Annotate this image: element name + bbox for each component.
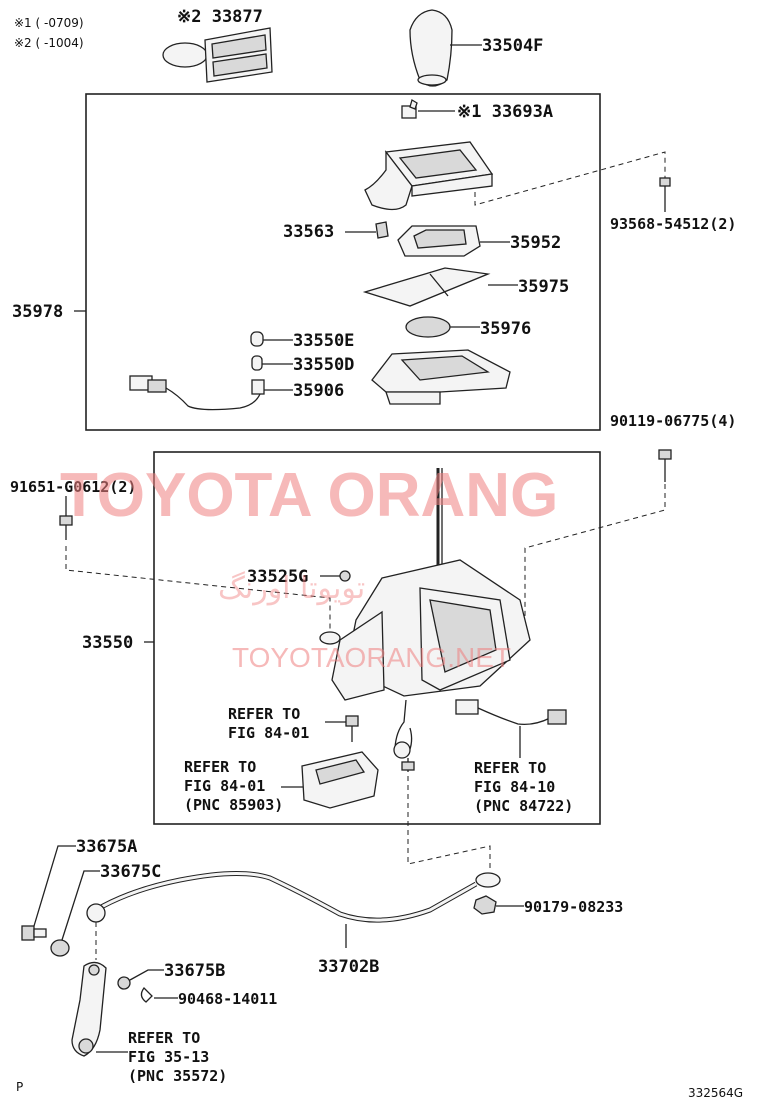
part-35975-drawing: [362, 267, 491, 307]
watermark-arabic: تویوتا اورنگ: [218, 571, 365, 606]
label-35976: 35976: [480, 319, 531, 339]
label-33504F: 33504F: [482, 36, 543, 56]
bushing-33675C-drawing: [50, 939, 70, 957]
pin-33675A-drawing: [21, 925, 47, 941]
nut-90179-drawing: [473, 895, 497, 915]
bolt-90119-drawing: [658, 449, 672, 482]
label-33693A: ※1 33693A: [457, 102, 553, 122]
label-90468: 90468-14011: [178, 990, 277, 1008]
label-33550D: 33550D: [293, 355, 354, 375]
ref3-line2: FIG 84-10: [474, 778, 555, 796]
label-93568: 93568-54512(2): [610, 215, 736, 233]
cable-33702B-drawing: [86, 871, 501, 923]
screw-ref1-drawing: [345, 715, 359, 742]
assembly-box-35978: [85, 93, 601, 431]
label-90119: 90119-06775(4): [610, 412, 736, 430]
part-upper-housing-drawing: [364, 141, 494, 211]
label-33675C: 33675C: [100, 862, 161, 882]
bushing-33675B-drawing: [117, 976, 131, 990]
watermark-main: TOYOTA ORANG: [60, 461, 558, 530]
ref1-line1: REFER TO: [228, 705, 300, 723]
ref2-line1: REFER TO: [184, 758, 256, 776]
lever-arm-drawing: [71, 961, 107, 1057]
ref3-line1: REFER TO: [474, 759, 546, 777]
connector-ref3-drawing: [455, 699, 567, 758]
harness-35906-drawing: [129, 375, 265, 411]
label-33563: 33563: [283, 222, 334, 242]
label-90179: 90179-08233: [524, 898, 623, 916]
label-35906: 35906: [293, 381, 344, 401]
part-35976-drawing: [405, 316, 451, 338]
corner-letter: P: [16, 1080, 23, 1094]
label-33702B: 33702B: [318, 957, 379, 977]
part-33504F-drawing: [409, 9, 453, 87]
part-35952-drawing: [397, 225, 481, 257]
bracket-ref2-drawing: [301, 751, 379, 809]
assembly-box-33550: [153, 451, 601, 825]
ref4-line2: FIG 35-13: [128, 1048, 209, 1066]
part-33693A-drawing: [401, 99, 418, 119]
ref4-line1: REFER TO: [128, 1029, 200, 1047]
label-33675A: 33675A: [76, 837, 137, 857]
part-33877-drawing: [162, 27, 273, 83]
label-91651: 91651-G0612(2): [10, 478, 136, 496]
shift-lever-assembly-drawing: [319, 468, 531, 772]
label-35952: 35952: [510, 233, 561, 253]
label-33525G: 33525G: [247, 567, 308, 587]
ref2-line2: FIG 84-01: [184, 777, 265, 795]
ref2-line3: (PNC 85903): [184, 796, 283, 814]
ref1-line2: FIG 84-01: [228, 724, 309, 742]
ref4-line3: (PNC 35572): [128, 1067, 227, 1085]
ref3-line3: (PNC 84722): [474, 797, 573, 815]
label-33877: ※2 33877: [177, 7, 263, 27]
label-35975: 35975: [518, 277, 569, 297]
label-35978: 35978: [12, 302, 63, 322]
bolt-93568-drawing: [659, 177, 671, 212]
label-33550: 33550: [82, 633, 133, 653]
bulb-33550D-drawing: [251, 355, 263, 371]
watermark-sub: TOYOTAORANG.NET: [232, 642, 511, 673]
part-lower-housing-drawing: [371, 349, 511, 405]
label-33550E: 33550E: [293, 331, 354, 351]
label-33675B: 33675B: [164, 961, 225, 981]
part-33563-drawing: [375, 221, 389, 239]
note-2: ※2 ( -1004): [14, 36, 84, 50]
clip-90468-drawing: [140, 987, 153, 1003]
bulb-33550E-drawing: [250, 331, 264, 347]
bolt-91651-drawing: [59, 515, 73, 540]
note-1: ※1 ( -0709): [14, 16, 84, 30]
diagram-id: 332564G: [688, 1086, 743, 1100]
